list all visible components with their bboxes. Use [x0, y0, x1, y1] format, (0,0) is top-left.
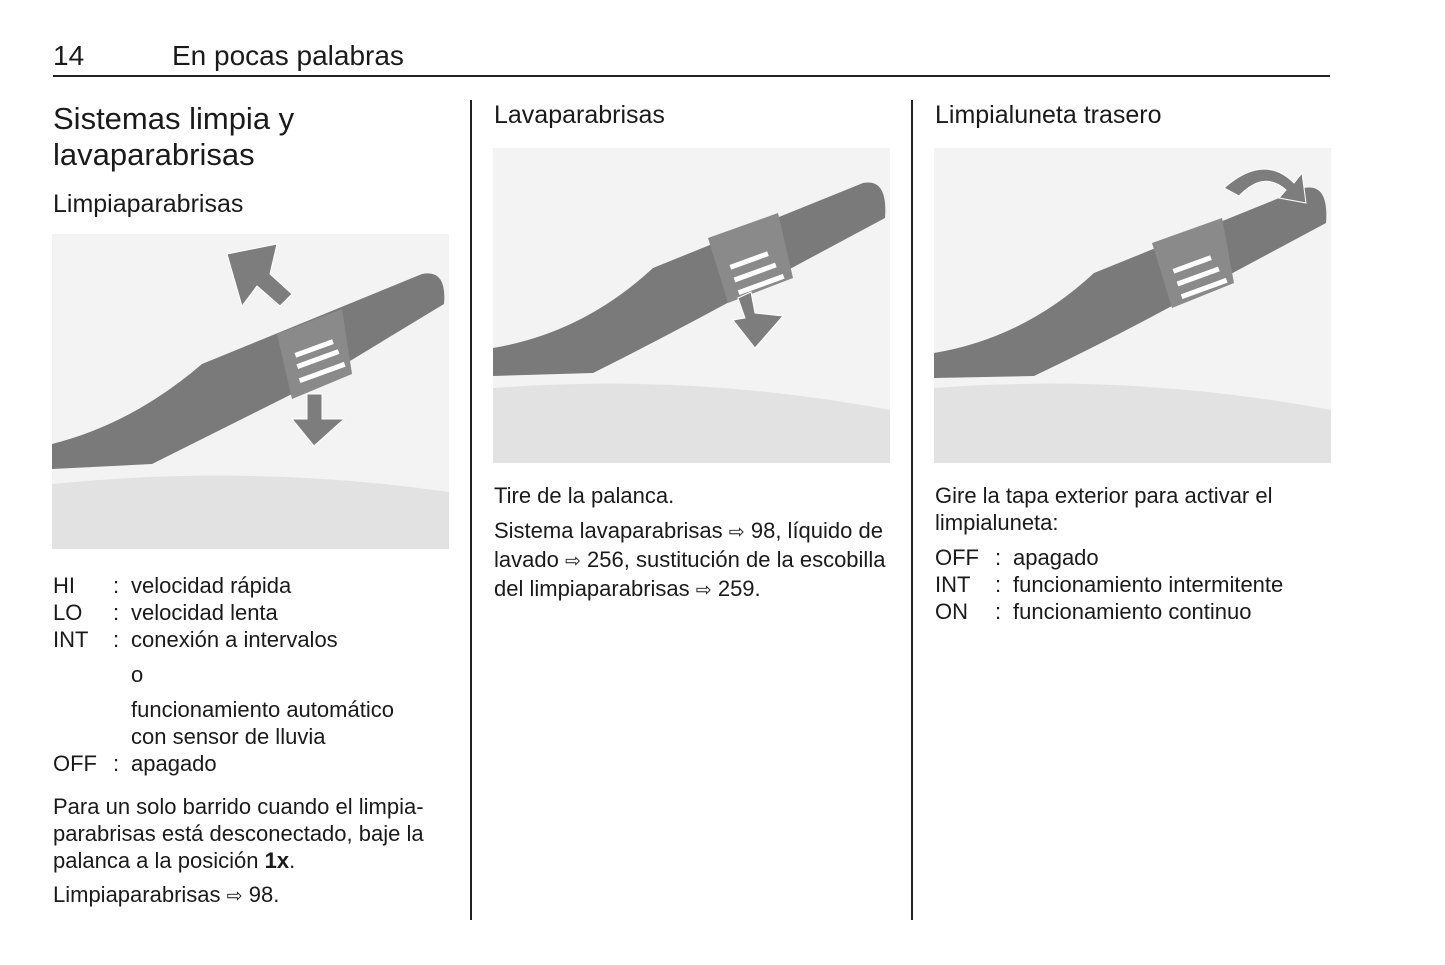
- subsection-title-rear-wiper: Limpialuneta trasero: [935, 101, 1162, 129]
- single-wipe-paragraph: Para un solo barrido cuando el limpia­pa…: [53, 794, 424, 873]
- xref-arrow-icon: ⇨: [728, 522, 745, 543]
- wiper-positions-list: HI:velocidad rápida LO:velocidad lenta I…: [53, 573, 394, 776]
- xref-arrow-icon: ⇨: [564, 551, 581, 572]
- washer-references: Sistema lavaparabrisas ⇨ 98, líquido de …: [494, 518, 886, 601]
- subsection-title-wiper: Limpiaparabrisas: [53, 190, 244, 218]
- rear-wiper-positions-list: OFF:apagado INT:funcionamiento intermite…: [935, 545, 1284, 624]
- column-divider: [911, 100, 913, 920]
- wiper-lever-illustration: [52, 234, 449, 549]
- rear-wiper-instruction: Gire la tapa exterior para activar el li…: [935, 483, 1273, 535]
- chapter-title: En pocas palabras: [172, 40, 404, 71]
- xref-arrow-icon: ⇨: [695, 580, 712, 601]
- page-number: 14: [53, 40, 85, 71]
- xref-arrow-icon: ⇨: [226, 886, 243, 907]
- wiper-reference: Limpiaparabrisas ⇨ 98.: [53, 882, 280, 907]
- subsection-title-washer: Lavaparabrisas: [494, 101, 665, 129]
- header-rule: [53, 75, 1330, 77]
- washer-instruction: Tire de la palanca.: [494, 483, 675, 508]
- rear-wiper-lever-illustration: [934, 148, 1331, 463]
- column-divider: [470, 100, 472, 920]
- washer-lever-illustration: [493, 148, 890, 463]
